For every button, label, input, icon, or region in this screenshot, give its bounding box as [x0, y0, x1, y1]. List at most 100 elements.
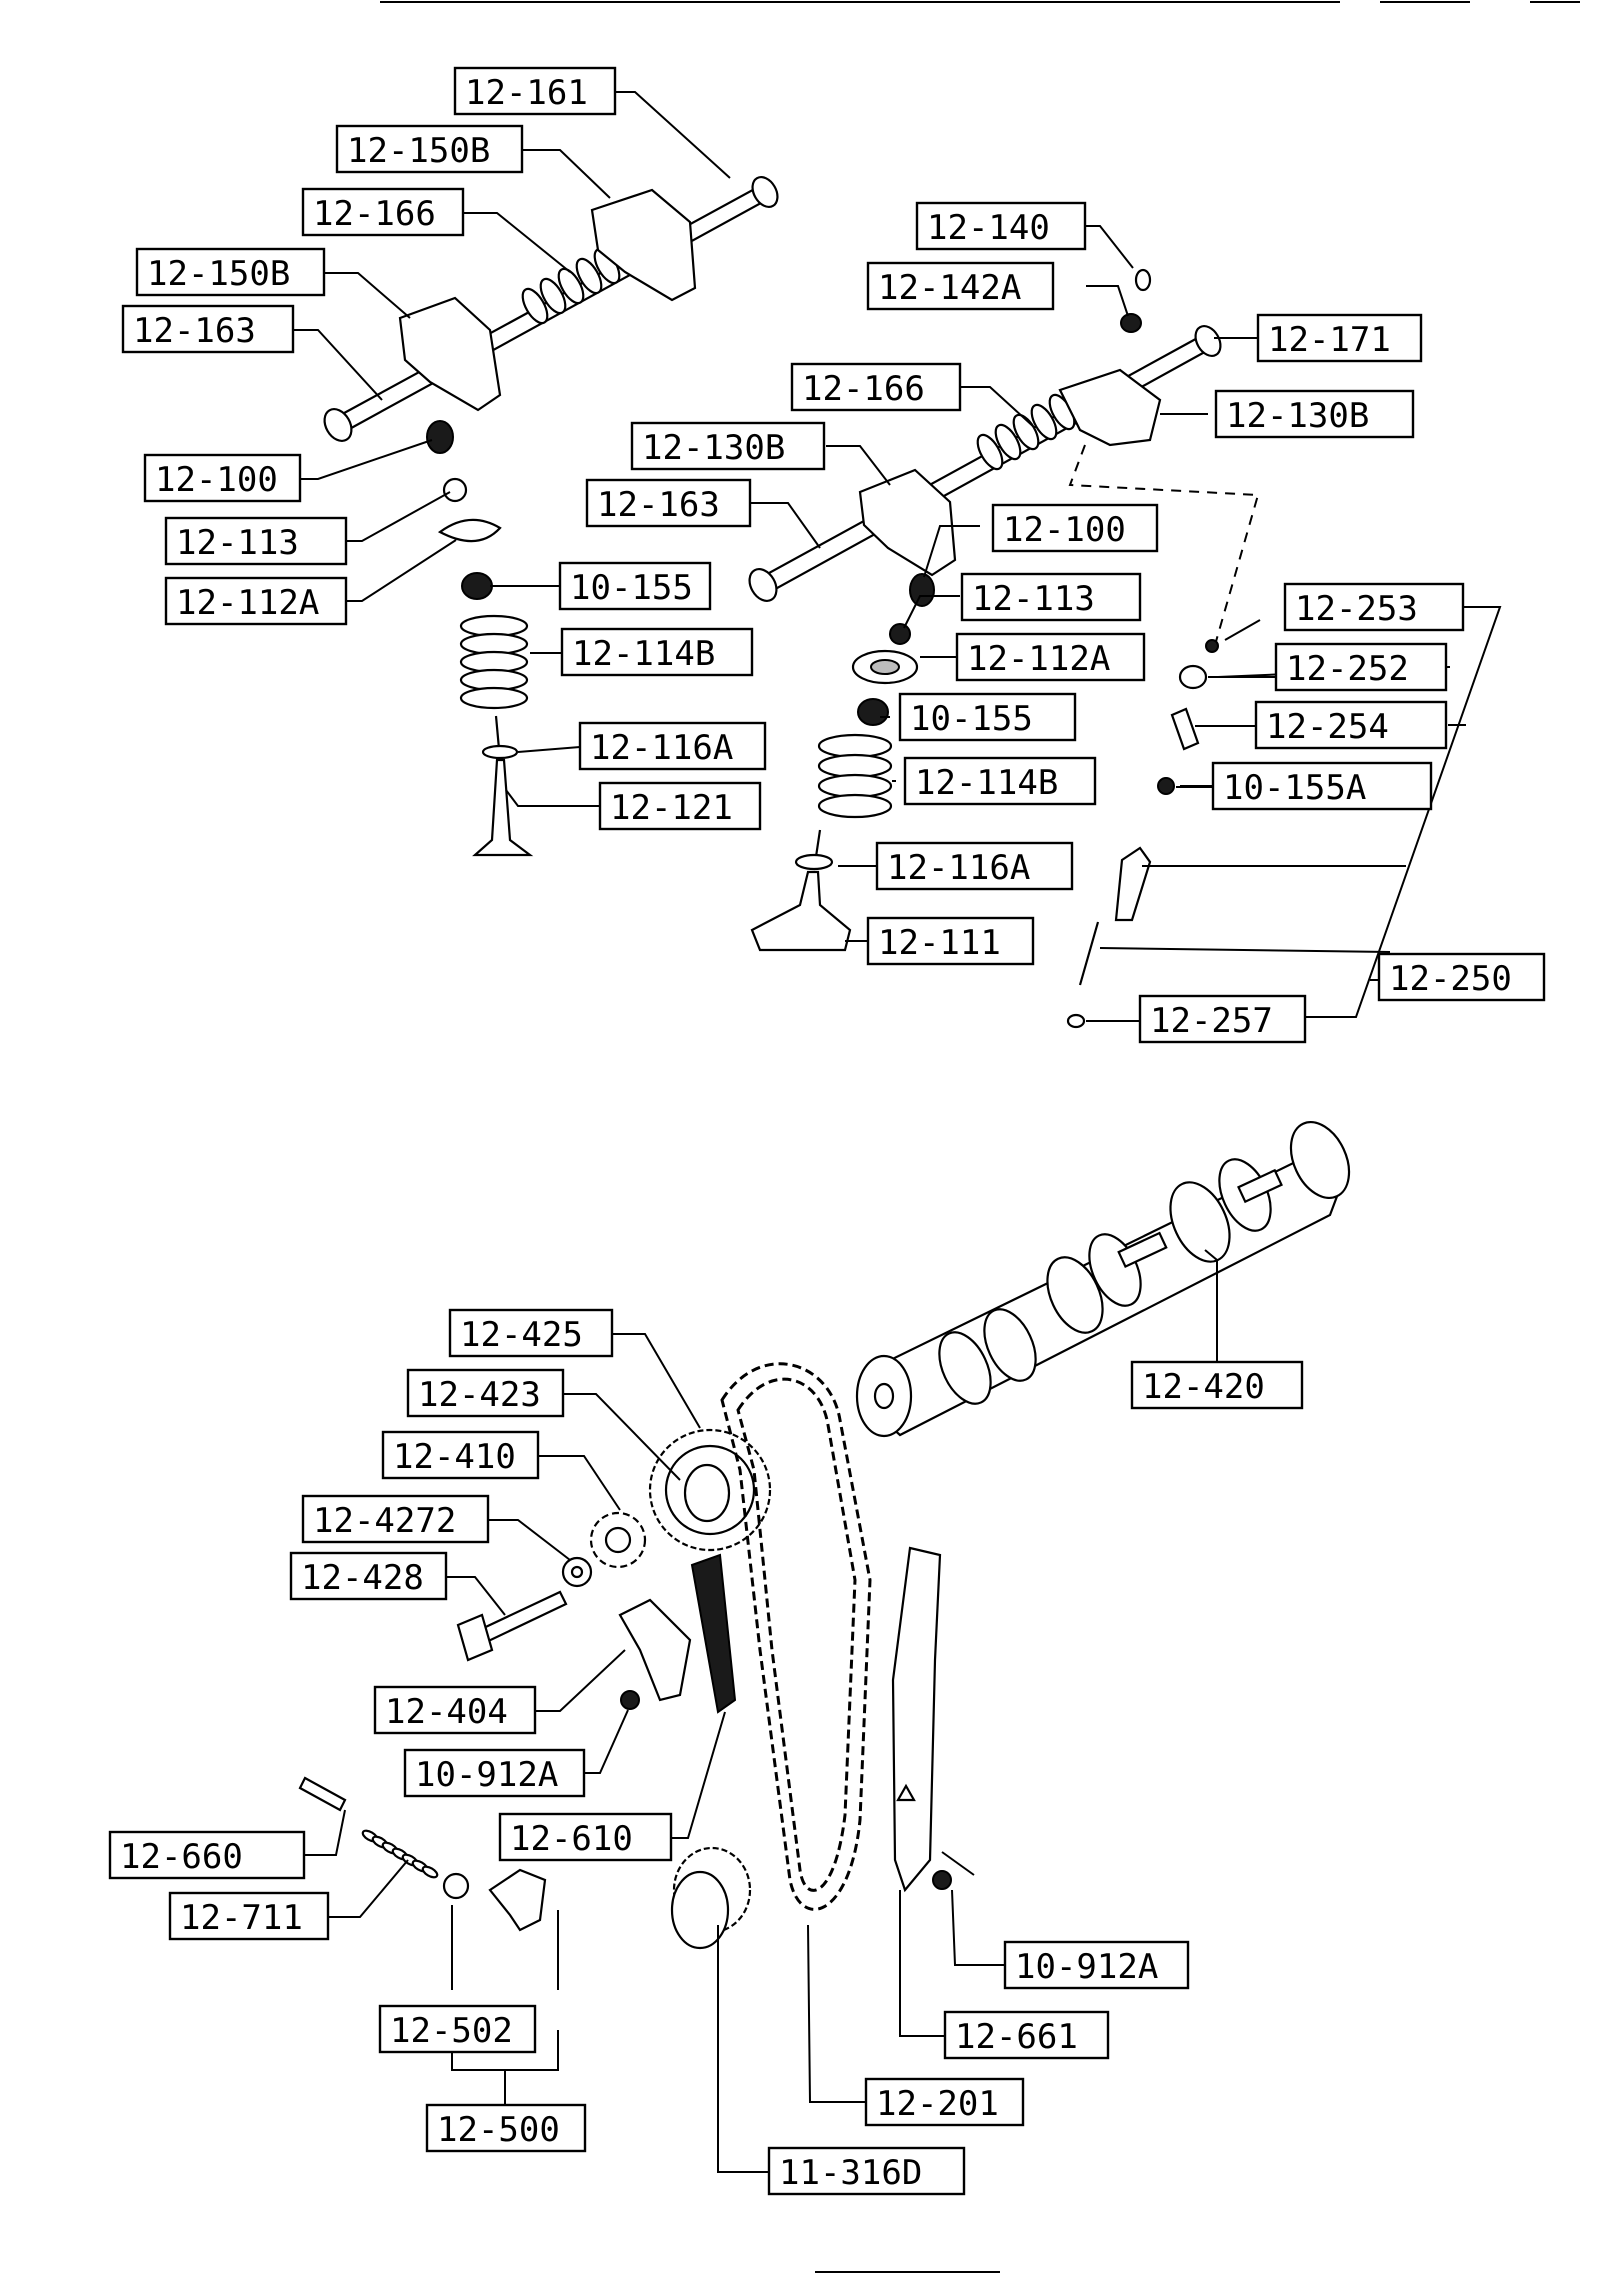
svg-text:12-171: 12-171 — [1268, 320, 1391, 360]
svg-text:12-121: 12-121 — [610, 788, 733, 828]
svg-text:12-423: 12-423 — [418, 1375, 541, 1415]
svg-text:10-155A: 10-155A — [1223, 768, 1366, 808]
svg-text:12-428: 12-428 — [301, 1558, 424, 1598]
label-12-250: 12-250 — [1377, 952, 1546, 1002]
label-12-113-right: 12-113 — [960, 572, 1142, 622]
camshaft-drawing — [855, 1121, 1351, 1438]
svg-text:12-252: 12-252 — [1286, 649, 1409, 689]
label-12-4272: 12-4272 — [301, 1494, 490, 1544]
svg-text:12-711: 12-711 — [180, 1898, 303, 1938]
label-12-500: 12-500 — [425, 2103, 587, 2153]
label-12-661: 12-661 — [943, 2010, 1110, 2060]
svg-text:12-250: 12-250 — [1389, 959, 1512, 999]
svg-text:12-130B: 12-130B — [642, 428, 785, 468]
svg-text:12-161: 12-161 — [465, 73, 588, 113]
label-12-150b-left: 12-150B — [135, 247, 326, 297]
svg-text:12-163: 12-163 — [133, 311, 256, 351]
svg-text:12-112A: 12-112A — [967, 639, 1110, 679]
label-12-166-right: 12-166 — [790, 362, 962, 412]
svg-text:12-425: 12-425 — [460, 1315, 583, 1355]
svg-text:12-166: 12-166 — [313, 194, 436, 234]
svg-text:12-113: 12-113 — [176, 523, 299, 563]
svg-text:12-114B: 12-114B — [915, 763, 1058, 803]
label-12-113-left: 12-113 — [164, 516, 348, 566]
label-12-252: 12-252 — [1274, 642, 1448, 692]
label-12-100-right: 12-100 — [991, 503, 1159, 553]
label-12-130b-right: 12-130B — [1214, 389, 1415, 439]
right-rocker-spring — [976, 393, 1076, 471]
label-12-254: 12-254 — [1254, 700, 1448, 750]
label-12-142a: 12-142A — [866, 261, 1055, 311]
label-12-161: 12-161 — [453, 66, 617, 116]
label-12-111: 12-111 — [866, 916, 1035, 966]
svg-text:12-150B: 12-150B — [147, 254, 290, 294]
label-12-163-right: 12-163 — [585, 478, 752, 528]
label-11-316d: 11-316D — [767, 2146, 966, 2196]
svg-text:12-142A: 12-142A — [878, 268, 1021, 308]
label-12-114b-right: 12-114B — [903, 756, 1097, 806]
part-labels: 12-161 12-150B 12-166 12-150B 12-163 12-… — [108, 66, 1546, 2196]
label-10-912a-left: 10-912A — [403, 1748, 586, 1798]
label-12-502: 12-502 — [378, 2004, 537, 2054]
label-12-257: 12-257 — [1138, 994, 1307, 1044]
svg-text:12-660: 12-660 — [120, 1837, 243, 1877]
svg-text:11-316D: 11-316D — [779, 2153, 922, 2193]
label-12-610: 12-610 — [498, 1812, 673, 1862]
svg-text:12-502: 12-502 — [390, 2011, 513, 2051]
label-12-253: 12-253 — [1283, 582, 1465, 632]
label-12-428: 12-428 — [289, 1551, 448, 1601]
svg-text:12-114B: 12-114B — [572, 634, 715, 674]
svg-text:12-201: 12-201 — [876, 2084, 999, 2124]
label-12-116a-right: 12-116A — [875, 841, 1074, 891]
label-10-155a: 10-155A — [1211, 761, 1433, 811]
left-rocker-shaft-drawing — [323, 175, 779, 857]
svg-text:10-912A: 10-912A — [415, 1755, 558, 1795]
leader-lines — [294, 91, 1502, 2173]
label-12-171: 12-171 — [1256, 313, 1423, 363]
svg-text:12-500: 12-500 — [437, 2110, 560, 2150]
right-valve-spring — [817, 733, 893, 819]
label-12-166-left: 12-166 — [301, 187, 465, 237]
svg-text:12-140: 12-140 — [927, 208, 1050, 248]
label-12-711: 12-711 — [168, 1891, 330, 1941]
label-10-912a-right: 10-912A — [1003, 1940, 1190, 1990]
svg-text:12-4272: 12-4272 — [313, 1501, 456, 1541]
svg-text:12-130B: 12-130B — [1226, 396, 1369, 436]
left-valve-spring — [459, 614, 529, 710]
tensioner-spring — [361, 1829, 439, 1879]
label-12-660: 12-660 — [108, 1830, 306, 1880]
svg-text:12-116A: 12-116A — [590, 728, 733, 768]
label-12-112a-left: 12-112A — [164, 576, 348, 626]
svg-text:10-912A: 10-912A — [1015, 1947, 1158, 1987]
svg-text:12-100: 12-100 — [1003, 510, 1126, 550]
svg-text:12-257: 12-257 — [1150, 1001, 1273, 1041]
svg-text:10-155: 10-155 — [570, 568, 693, 608]
label-10-155-right: 10-155 — [898, 692, 1077, 742]
svg-text:12-253: 12-253 — [1295, 589, 1418, 629]
label-12-410: 12-410 — [381, 1430, 540, 1480]
label-12-150b-top: 12-150B — [335, 124, 524, 174]
svg-text:12-610: 12-610 — [510, 1819, 633, 1859]
svg-text:12-166: 12-166 — [802, 369, 925, 409]
timing-drive-drawing — [298, 1362, 952, 1950]
label-12-100-left: 12-100 — [143, 453, 302, 503]
label-12-404: 12-404 — [373, 1685, 537, 1735]
svg-text:12-661: 12-661 — [955, 2017, 1078, 2057]
svg-text:12-111: 12-111 — [878, 923, 1001, 963]
svg-text:12-150B: 12-150B — [347, 131, 490, 171]
svg-text:12-410: 12-410 — [393, 1437, 516, 1477]
svg-text:12-113: 12-113 — [972, 579, 1095, 619]
label-12-116a-left: 12-116A — [578, 721, 767, 771]
svg-text:12-112A: 12-112A — [176, 583, 319, 623]
svg-text:12-404: 12-404 — [385, 1692, 508, 1732]
svg-text:12-116A: 12-116A — [887, 848, 1030, 888]
label-12-423: 12-423 — [406, 1368, 565, 1418]
svg-text:12-254: 12-254 — [1266, 707, 1389, 747]
label-12-201: 12-201 — [864, 2077, 1025, 2127]
label-12-420: 12-420 — [1130, 1360, 1304, 1410]
svg-text:12-163: 12-163 — [597, 485, 720, 525]
right-rocker-shaft-drawing — [748, 268, 1260, 1029]
label-12-130b-mid: 12-130B — [630, 421, 826, 471]
svg-text:12-100: 12-100 — [155, 460, 278, 500]
